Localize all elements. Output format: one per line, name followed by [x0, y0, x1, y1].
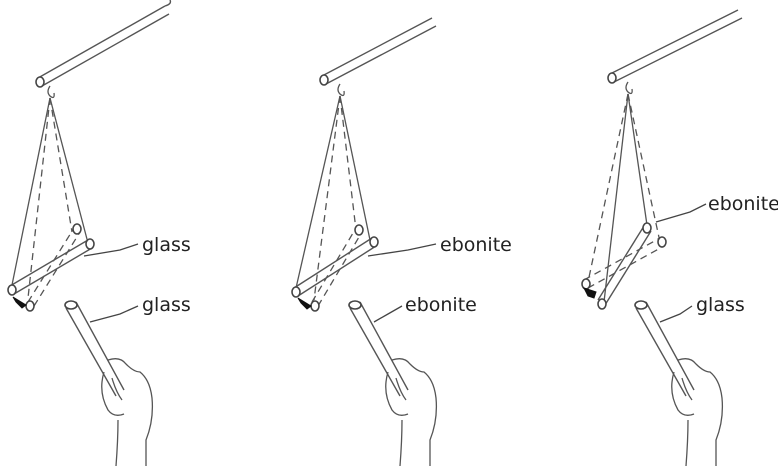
- threads: [588, 94, 660, 302]
- held-rod-label: glass: [142, 294, 191, 316]
- hook: [48, 86, 54, 97]
- suspended-rod: [8, 239, 94, 295]
- held-label-leader: [374, 306, 402, 322]
- motion-arrow: [13, 297, 26, 308]
- support-bar: [36, 0, 170, 87]
- held-rod: [635, 301, 694, 396]
- held-label-leader: [90, 306, 138, 322]
- suspended-rod-moved: [26, 224, 81, 311]
- threads: [12, 98, 88, 298]
- panel-1: glass glass: [8, 0, 191, 466]
- hand: [672, 359, 723, 466]
- held-label-leader: [660, 306, 692, 322]
- suspended-label-leader: [368, 244, 436, 256]
- hand: [386, 359, 437, 466]
- panel-2: ebonite ebonite: [292, 18, 512, 466]
- support-bar: [320, 18, 436, 85]
- held-rod: [349, 301, 408, 396]
- suspended-rod: [292, 237, 378, 297]
- motion-arrow: [584, 288, 596, 298]
- suspended-rod-label: ebonite: [440, 234, 512, 256]
- suspended-rod-moved: [311, 225, 363, 311]
- hook: [338, 84, 344, 95]
- motion-arrow: [298, 298, 311, 309]
- suspended-rod-label: glass: [142, 234, 191, 256]
- suspended-rod-label: ebonite: [708, 193, 778, 215]
- hand: [102, 359, 153, 466]
- suspended-rod-moved: [582, 237, 666, 289]
- hook: [626, 82, 632, 93]
- support-bar: [608, 10, 742, 83]
- suspended-rod: [598, 223, 651, 309]
- suspended-label-leader: [656, 204, 706, 222]
- panel-3: ebonite glass: [582, 10, 778, 466]
- held-rod-label: glass: [696, 294, 745, 316]
- held-rod-label: ebonite: [405, 294, 477, 316]
- threads: [296, 96, 370, 300]
